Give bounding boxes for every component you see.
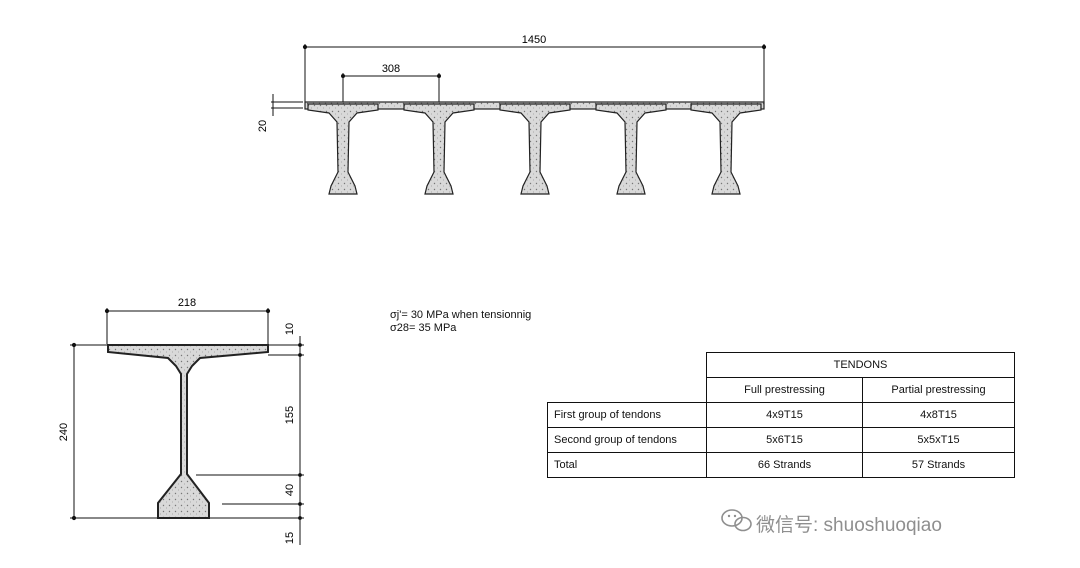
overall-width-dimension [302, 44, 767, 103]
bulb-taper-label: 40 [284, 484, 296, 496]
flange-width-dimension [104, 308, 271, 344]
table-header-row: TENDONS [548, 352, 1015, 378]
table-cell: 4x9T15 [706, 402, 863, 428]
watermark-text: 微信号: shuoshuoqiao [756, 515, 942, 536]
tendons-header: TENDONS [706, 352, 1015, 378]
table-corner [548, 353, 707, 378]
table-cell: 5x5xT15 [862, 427, 1015, 453]
deck-beam [690, 103, 762, 195]
table-cell: 57 Strands [862, 452, 1015, 478]
i-beam-shape [107, 344, 269, 519]
column-full-prestressing: Full prestressing [706, 377, 863, 403]
note-tension-strength: σj'= 30 MPa when tensionnig [390, 309, 532, 321]
deck-beam [403, 103, 475, 195]
table-row: Total 66 Strands 57 Strands [547, 452, 1015, 478]
slab-thickness-label: 20 [257, 120, 269, 132]
deck-cross-section: 1450 308 20 [257, 34, 767, 195]
row-label: Second group of tendons [547, 427, 707, 453]
tendons-table: TENDONS Full prestressing Partial prestr… [547, 352, 1015, 478]
wechat-icon [721, 509, 752, 532]
total-height-label: 240 [58, 423, 70, 441]
table-cell: 4x8T15 [862, 402, 1015, 428]
table-cell: 5x6T15 [706, 427, 863, 453]
bulb-bottom-label: 15 [284, 532, 296, 544]
deck-beam [499, 103, 571, 195]
column-partial-prestressing: Partial prestressing [862, 377, 1015, 403]
beam-spacing-dimension [341, 73, 441, 104]
vertical-dimension-chain [196, 336, 304, 545]
watermark: 微信号: shuoshuoqiao [722, 510, 942, 537]
row-label: Total [547, 452, 707, 478]
deck-beam [307, 103, 379, 195]
material-notes: σj'= 30 MPa when tensionnig σ28= 35 MPa [390, 309, 531, 335]
table-row: First group of tendons 4x9T15 4x8T15 [547, 402, 1015, 428]
note-28-day-strength: σ28= 35 MPa [390, 322, 457, 334]
slab-thickness-dimension [271, 94, 303, 116]
table-row: Second group of tendons 5x6T15 5x5xT15 [547, 427, 1015, 453]
row-label: First group of tendons [547, 402, 707, 428]
web-height-label: 155 [284, 406, 296, 424]
table-column-row: Full prestressing Partial prestressing [548, 377, 1015, 403]
beam-cross-section: 218 240 10 155 40 15 [58, 297, 304, 545]
overall-width-label: 1450 [522, 34, 546, 46]
table-cell: 66 Strands [706, 452, 863, 478]
total-height-dimension [70, 342, 158, 521]
beam-spacing-label: 308 [382, 63, 400, 75]
flange-thickness-label: 10 [284, 323, 296, 335]
table-corner [548, 378, 707, 403]
deck-beam [595, 103, 667, 195]
flange-width-label: 218 [178, 297, 196, 309]
